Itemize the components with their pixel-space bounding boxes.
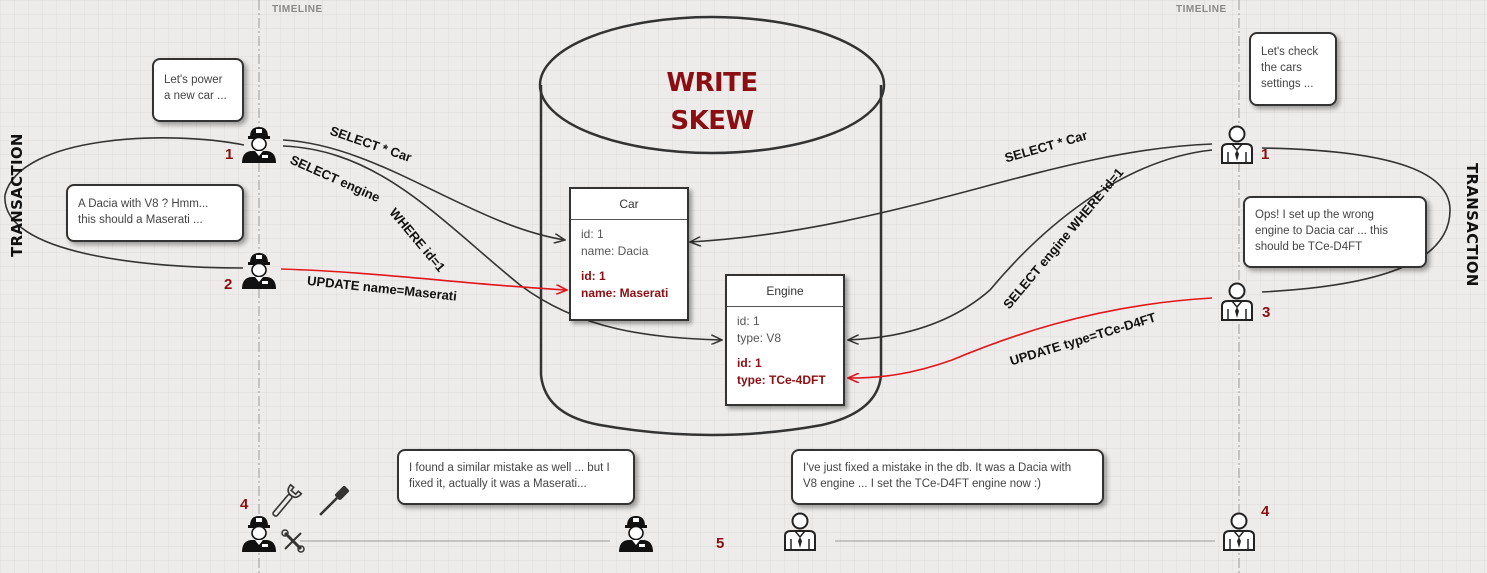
arrow-left-select-engine <box>282 145 722 340</box>
entity-field: id: 1 <box>737 314 760 328</box>
car-entity-box: Car id: 1 name: Dacia id: 1 name: Masera… <box>569 187 689 321</box>
arrow-left-update <box>280 268 567 290</box>
left-transaction-loop <box>4 137 245 269</box>
mechanic-icon-2 <box>241 252 277 290</box>
arrow-left-select-car <box>282 139 565 240</box>
tools-icon <box>281 529 305 553</box>
arrow-right-update <box>848 297 1213 378</box>
title-line-1: WRITE <box>666 68 758 98</box>
car-entity-after: id: 1 name: Maserati <box>571 266 687 308</box>
step-right-1: 1 <box>1261 146 1270 163</box>
entity-field: id: 1 <box>581 269 606 283</box>
car-entity-name: Car <box>571 189 687 220</box>
entity-field: type: TCe-4DFT <box>737 373 826 387</box>
bubble-line: engine to Dacia car ... this <box>1255 225 1388 237</box>
step-center-5: 5 <box>716 535 725 552</box>
speech-bubble-mechanic-2: A Dacia with V8 ? Hmm... this should a M… <box>66 184 244 242</box>
entity-field: name: Dacia <box>581 244 649 258</box>
entity-field: type: V8 <box>737 331 782 345</box>
step-right-3: 3 <box>1262 304 1271 321</box>
step-right-4: 4 <box>1261 503 1270 520</box>
engine-entity-name: Engine <box>727 276 843 307</box>
bubble-line: should be TCe-D4FT <box>1255 241 1363 253</box>
title-line-2: SKEW <box>670 106 754 136</box>
bubble-line: this should a Maserati ... <box>78 214 203 226</box>
car-entity-before: id: 1 name: Dacia <box>571 220 687 266</box>
manager-icon-1 <box>1221 125 1253 164</box>
manager-icon-5 <box>784 512 816 551</box>
arrow-right-select-engine <box>848 149 1213 340</box>
arrow-right-select-car <box>690 143 1213 242</box>
engine-entity-box: Engine id: 1 type: V8 id: 1 type: TCe-4D… <box>725 274 845 406</box>
entity-field: id: 1 <box>581 227 604 241</box>
mechanic-icon-4 <box>241 515 277 553</box>
transaction-label-left: TRANSACTION <box>8 133 26 257</box>
bubble-line: A Dacia with V8 ? Hmm... <box>78 198 209 210</box>
engine-entity-before: id: 1 type: V8 <box>727 307 843 353</box>
database-cylinder <box>538 15 886 437</box>
bubble-line: fixed it, actually it was a Maserati... <box>409 478 587 490</box>
wrench-icon <box>272 483 303 517</box>
speech-bubble-mechanic-5: I found a similar mistake as well ... bu… <box>397 449 635 505</box>
engine-entity-after: id: 1 type: TCe-4DFT <box>727 353 843 395</box>
manager-icon-4 <box>1223 512 1255 551</box>
manager-icon-3 <box>1221 282 1253 321</box>
speech-bubble-manager-5: I've just fixed a mistake in the db. It … <box>791 449 1104 505</box>
mechanic-icon-1 <box>241 126 277 164</box>
right-transaction-loop <box>1261 147 1451 293</box>
speech-bubble-manager-3: Ops! I set up the wrong engine to Dacia … <box>1243 196 1427 268</box>
mechanic-icon-5 <box>618 515 654 553</box>
bubble-line: Ops! I set up the wrong <box>1255 209 1374 221</box>
transaction-label-right: TRANSACTION <box>1463 163 1481 287</box>
entity-field: name: Maserati <box>581 286 669 300</box>
screwdriver-icon <box>319 486 349 516</box>
step-left-1: 1 <box>225 146 234 163</box>
bubble-line: Let's power <box>164 74 223 86</box>
entity-field: id: 1 <box>737 356 762 370</box>
diagram-title: WRITE SKEW <box>612 64 812 140</box>
bubble-line: settings ... <box>1261 78 1314 90</box>
timeline-label-left: TIMELINE <box>272 4 323 15</box>
bubble-line: Let's check <box>1261 46 1319 58</box>
bubble-line: the cars <box>1261 62 1302 74</box>
step-left-2: 2 <box>224 276 233 293</box>
timeline-label-right: TIMELINE <box>1176 4 1227 15</box>
bubble-line: V8 engine ... I set the TCe-D4FT engine … <box>803 478 1042 490</box>
bubble-line: I found a similar mistake as well ... bu… <box>409 462 610 474</box>
speech-bubble-manager-1: Let's check the cars settings ... <box>1249 32 1337 106</box>
bubble-line: a new car ... <box>164 90 227 102</box>
speech-bubble-mechanic-1: Let's power a new car ... <box>152 58 244 122</box>
bubble-line: I've just fixed a mistake in the db. It … <box>803 462 1072 474</box>
step-left-4: 4 <box>240 496 249 513</box>
